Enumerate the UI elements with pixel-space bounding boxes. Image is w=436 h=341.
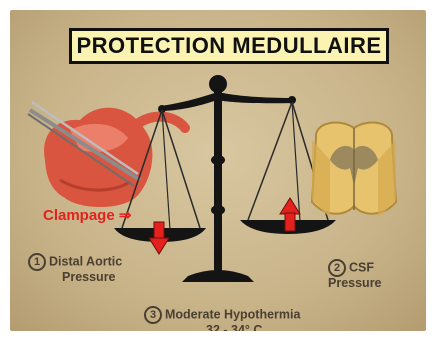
label-line: 32 - 34° C bbox=[144, 323, 262, 331]
number-badge: 2 bbox=[328, 259, 346, 277]
number-badge: 3 bbox=[144, 306, 162, 324]
label-line: Moderate Hypothermia bbox=[165, 307, 300, 321]
title-box: PROTECTION MEDULLAIRE bbox=[69, 28, 389, 64]
label-line: Distal Aortic bbox=[49, 254, 122, 268]
arrow-down-icon bbox=[149, 222, 169, 254]
page-title: PROTECTION MEDULLAIRE bbox=[76, 33, 381, 59]
clamp-label-text: Clampage bbox=[43, 207, 115, 224]
clamp-arrow-icon: ⇒ bbox=[119, 207, 132, 224]
label-line: Pressure bbox=[28, 270, 116, 284]
clamp-label: Clampage ⇒ bbox=[43, 206, 131, 224]
number-badge: 1 bbox=[28, 253, 46, 271]
spinal-cord-illustration bbox=[312, 123, 396, 218]
